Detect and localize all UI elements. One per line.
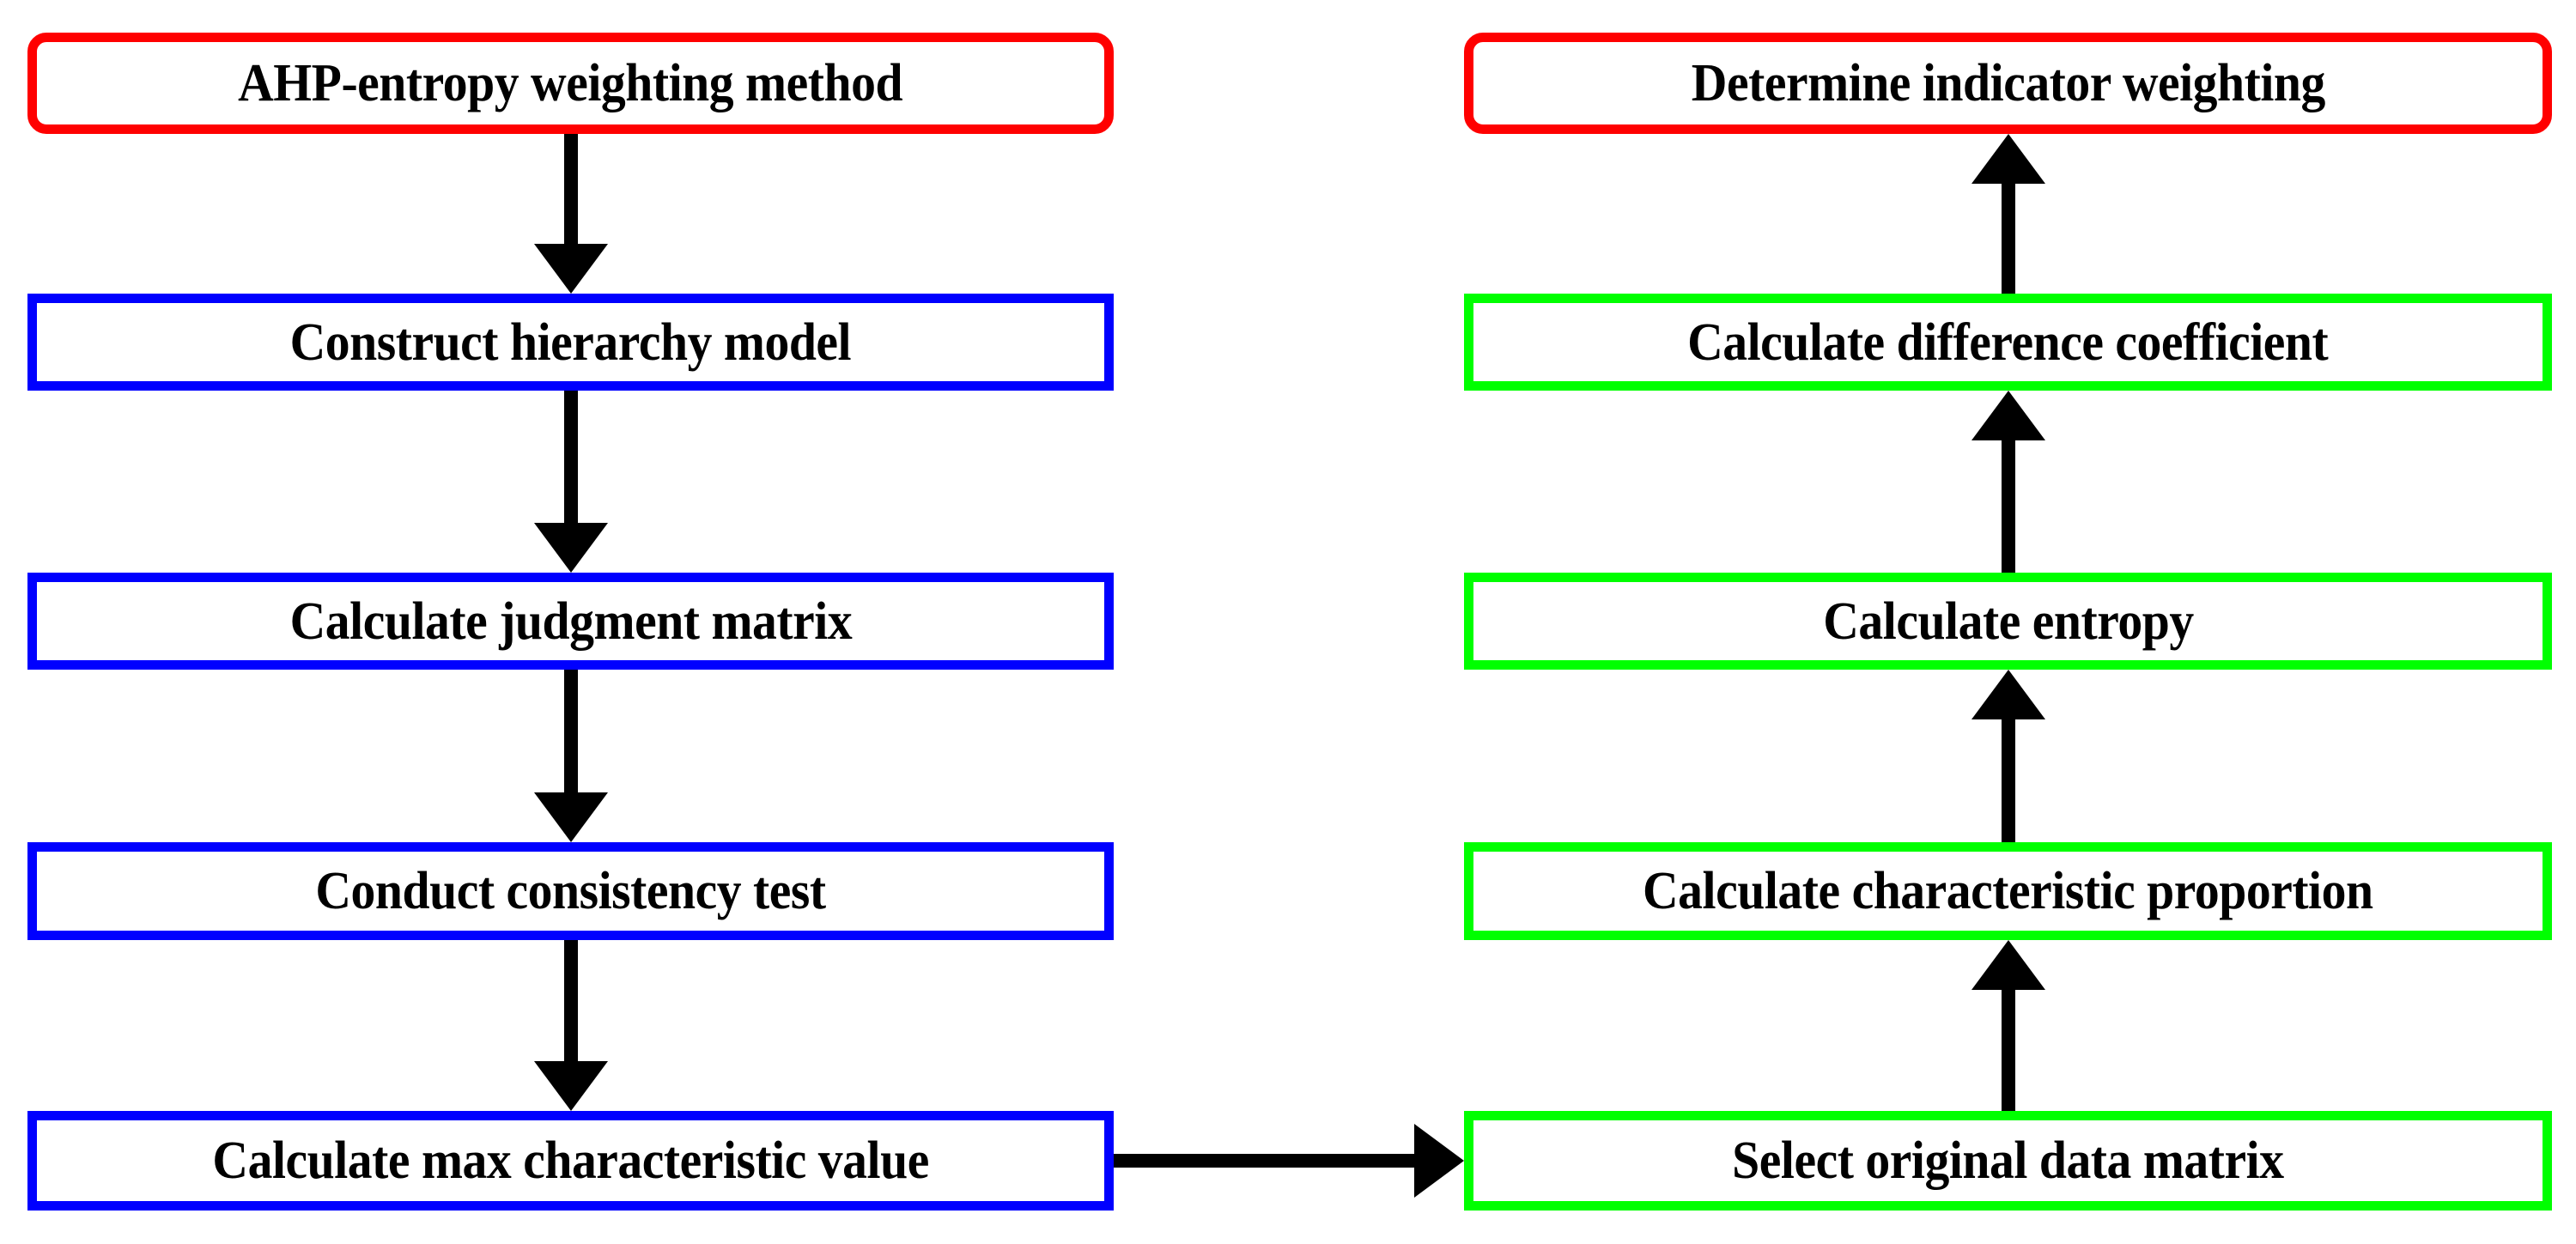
edge-shaft xyxy=(563,391,578,523)
arrowhead-down-icon xyxy=(533,523,608,573)
node-label: Calculate difference coefficient xyxy=(1687,313,2329,372)
arrowhead-up-icon xyxy=(1971,134,2045,184)
node-label: Select original data matrix xyxy=(1732,1132,2284,1190)
arrowhead-down-icon xyxy=(533,792,608,842)
arrowhead-up-icon xyxy=(1971,391,2045,440)
edge-consistency-test-to-max-char-value xyxy=(27,940,1114,1111)
edge-shaft xyxy=(563,134,578,244)
arrowhead-down-icon xyxy=(533,1061,608,1111)
arrowhead-right-icon xyxy=(1414,1124,1464,1198)
node-judgment-matrix[interactable]: Calculate judgment matrix xyxy=(27,573,1114,670)
edge-hierarchy-model-to-judgment-matrix xyxy=(27,391,1114,573)
edge-judgment-matrix-to-consistency-test xyxy=(27,670,1114,842)
edge-char-proportion-to-entropy xyxy=(1464,670,2552,842)
edge-ahp-method-to-hierarchy-model xyxy=(27,134,1114,294)
edge-difference-coeff-to-indicator-weighting xyxy=(1464,134,2552,294)
edge-original-data-matrix-to-char-proportion xyxy=(1464,940,2552,1111)
edge-shaft xyxy=(2001,440,2015,573)
node-label: Calculate judgment matrix xyxy=(289,592,852,651)
edge-shaft xyxy=(2001,719,2015,842)
edge-shaft xyxy=(2001,990,2015,1111)
edge-shaft xyxy=(563,940,578,1061)
node-difference-coeff[interactable]: Calculate difference coefficient xyxy=(1464,294,2552,391)
node-label: Construct hierarchy model xyxy=(289,313,852,372)
node-label: AHP-entropy weighting method xyxy=(238,54,903,112)
edge-entropy-to-difference-coeff xyxy=(1464,391,2552,573)
node-indicator-weighting[interactable]: Determine indicator weighting xyxy=(1464,33,2552,134)
node-entropy[interactable]: Calculate entropy xyxy=(1464,573,2552,670)
node-consistency-test[interactable]: Conduct consistency test xyxy=(27,842,1114,940)
node-label: Determine indicator weighting xyxy=(1691,54,2325,112)
node-hierarchy-model[interactable]: Construct hierarchy model xyxy=(27,294,1114,391)
node-original-data-matrix[interactable]: Select original data matrix xyxy=(1464,1111,2552,1211)
arrowhead-up-icon xyxy=(1971,670,2045,719)
node-ahp-method[interactable]: AHP-entropy weighting method xyxy=(27,33,1114,134)
node-label: Calculate entropy xyxy=(1822,592,2194,651)
node-max-char-value[interactable]: Calculate max characteristic value xyxy=(27,1111,1114,1211)
node-char-proportion[interactable]: Calculate characteristic proportion xyxy=(1464,842,2552,940)
node-label: Calculate characteristic proportion xyxy=(1643,862,2373,920)
node-label: Calculate max characteristic value xyxy=(212,1132,929,1190)
arrowhead-down-icon xyxy=(533,244,608,294)
node-label: Conduct consistency test xyxy=(315,862,826,920)
arrowhead-up-icon xyxy=(1971,940,2045,990)
edge-shaft xyxy=(2001,184,2015,294)
edge-max-char-value-to-original-data-matrix xyxy=(1114,1124,1464,1198)
edge-shaft xyxy=(1114,1154,1414,1168)
edge-shaft xyxy=(563,670,578,792)
